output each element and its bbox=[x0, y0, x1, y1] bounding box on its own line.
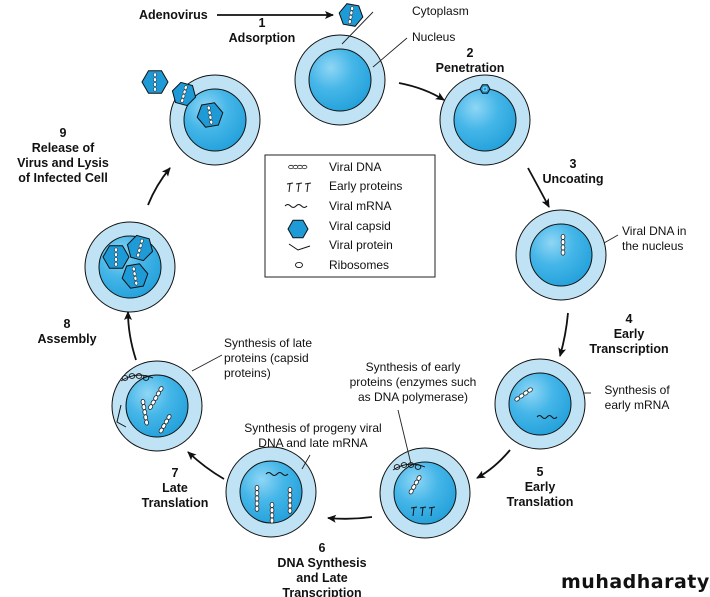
arrow-step-7 bbox=[187, 451, 225, 480]
viral-mrna-icon bbox=[265, 472, 289, 476]
ribosome-icon bbox=[295, 261, 303, 269]
viral-capsid-icon bbox=[196, 102, 224, 128]
legend-label-viral-capsid: Viral capsid bbox=[329, 219, 391, 233]
cell-assembly bbox=[84, 221, 176, 313]
arrow-step-9 bbox=[147, 167, 171, 206]
viral-dna-icon bbox=[269, 502, 275, 524]
viral-capsid-icon bbox=[102, 245, 130, 269]
cell-penetration bbox=[439, 74, 531, 166]
callout-leaders bbox=[191, 11, 619, 470]
adenovirus-label: Adenovirus bbox=[139, 8, 208, 22]
arrow-step-5 bbox=[476, 449, 511, 479]
legend-label-early-proteins: Early proteins bbox=[329, 179, 402, 193]
viral-dna-icon bbox=[287, 487, 293, 514]
legend-label-viral-protein: Viral protein bbox=[329, 238, 393, 252]
viral-dna-icon bbox=[254, 485, 260, 512]
nucleus bbox=[125, 374, 189, 438]
arrow-step-6 bbox=[327, 514, 373, 523]
nucleus bbox=[453, 88, 517, 152]
viral-capsid-icon bbox=[287, 219, 309, 239]
viral-capsid-icon bbox=[141, 70, 169, 94]
nucleus bbox=[308, 48, 372, 112]
viral-capsid-icon bbox=[479, 84, 491, 94]
early-proteins-icon bbox=[410, 506, 436, 517]
viral-dna-icon bbox=[148, 386, 164, 410]
cycle-arrows bbox=[124, 11, 569, 523]
viral-dna-icon bbox=[514, 387, 533, 402]
viral-dna-icon bbox=[288, 164, 308, 170]
viral-mrna-icon bbox=[284, 204, 308, 208]
cell-early-translation bbox=[379, 447, 471, 539]
viral-capsid-icon bbox=[338, 3, 364, 27]
callout-nucleus: Nucleus bbox=[412, 30, 455, 44]
viral-protein-icon bbox=[116, 404, 127, 428]
early-proteins-icon bbox=[286, 182, 312, 193]
cell-early-transcription bbox=[494, 358, 586, 450]
arrow-step-2 bbox=[398, 82, 445, 101]
legend-label-viral-mrna: Viral mRNA bbox=[329, 199, 391, 213]
viral-mrna-icon bbox=[536, 415, 558, 419]
nucleus bbox=[529, 223, 593, 287]
arrow-step-8 bbox=[124, 311, 137, 361]
nucleus bbox=[393, 461, 457, 525]
cell-dna-synthesis bbox=[225, 446, 317, 538]
arrow-step-3 bbox=[527, 167, 550, 208]
viral-dna-icon bbox=[408, 475, 422, 495]
viral-capsid-icon bbox=[171, 81, 197, 107]
callout-cytoplasm: Cytoplasm bbox=[412, 4, 469, 18]
ribosome-strand-icon bbox=[120, 373, 154, 382]
cell-uncoating bbox=[515, 209, 607, 301]
viral-dna-icon bbox=[140, 399, 149, 426]
legend-label-ribosome: Ribosomes bbox=[329, 258, 389, 272]
arrow-step-4 bbox=[558, 312, 569, 357]
viral-capsid-icon bbox=[126, 234, 154, 262]
viral-capsid-icon bbox=[121, 263, 149, 289]
legend-box bbox=[264, 154, 436, 278]
viral-dna-icon bbox=[158, 414, 172, 434]
nucleus bbox=[508, 372, 572, 436]
cell-late-translation bbox=[111, 360, 203, 452]
viral-dna-icon bbox=[560, 234, 566, 256]
watermark: muhadharaty.com bbox=[561, 571, 710, 593]
cell-adsorption bbox=[294, 34, 386, 126]
viral-protein-icon bbox=[288, 243, 311, 251]
legend-label-viral-dna: Viral DNA bbox=[329, 160, 381, 174]
cell-release bbox=[141, 70, 261, 166]
